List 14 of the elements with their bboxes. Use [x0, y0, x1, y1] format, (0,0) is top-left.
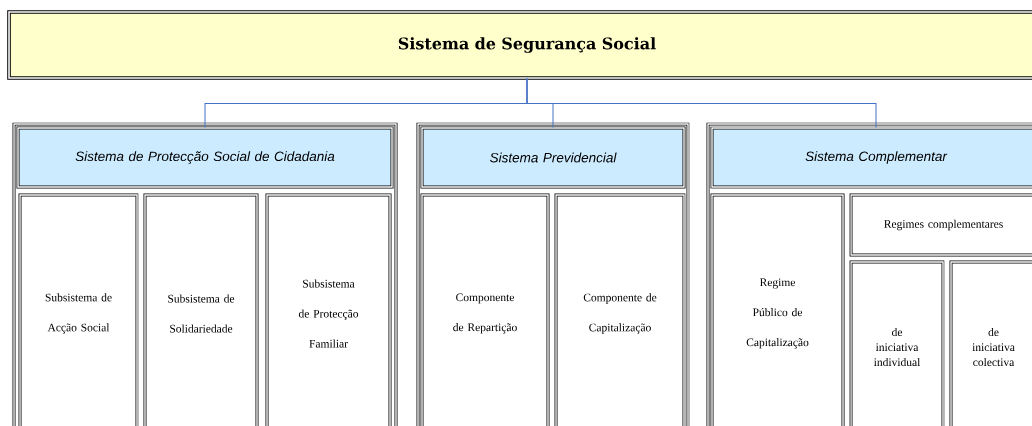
subsystem-box: de iniciativa colectiva — [949, 260, 1032, 426]
subsystem-box: Regime Público de Capitalização — [710, 193, 845, 426]
subsystem-box: Subsistema de Protecção Familiar — [265, 193, 392, 426]
system-header-box: Sistema Previdencial — [420, 126, 686, 189]
system-header-box: Sistema Complementar — [710, 126, 1032, 189]
subsystem-box: Subsistema de Solidariedade — [143, 193, 259, 426]
subsystem-box: de iniciativa individual — [849, 260, 945, 426]
title-box: Sistema de Segurança Social — [7, 10, 1032, 80]
subsystem-box: Componente de Capitalização — [554, 193, 686, 426]
system-header-box: Sistema de Protecção Social de Cidadania — [16, 126, 394, 189]
subsystem-box: Regimes complementares — [849, 193, 1032, 257]
subsystem-box: Componente de Repartição — [420, 193, 550, 426]
subsystem-box: Subsistema de Acção Social — [18, 193, 139, 426]
connector-line — [526, 78, 877, 129]
